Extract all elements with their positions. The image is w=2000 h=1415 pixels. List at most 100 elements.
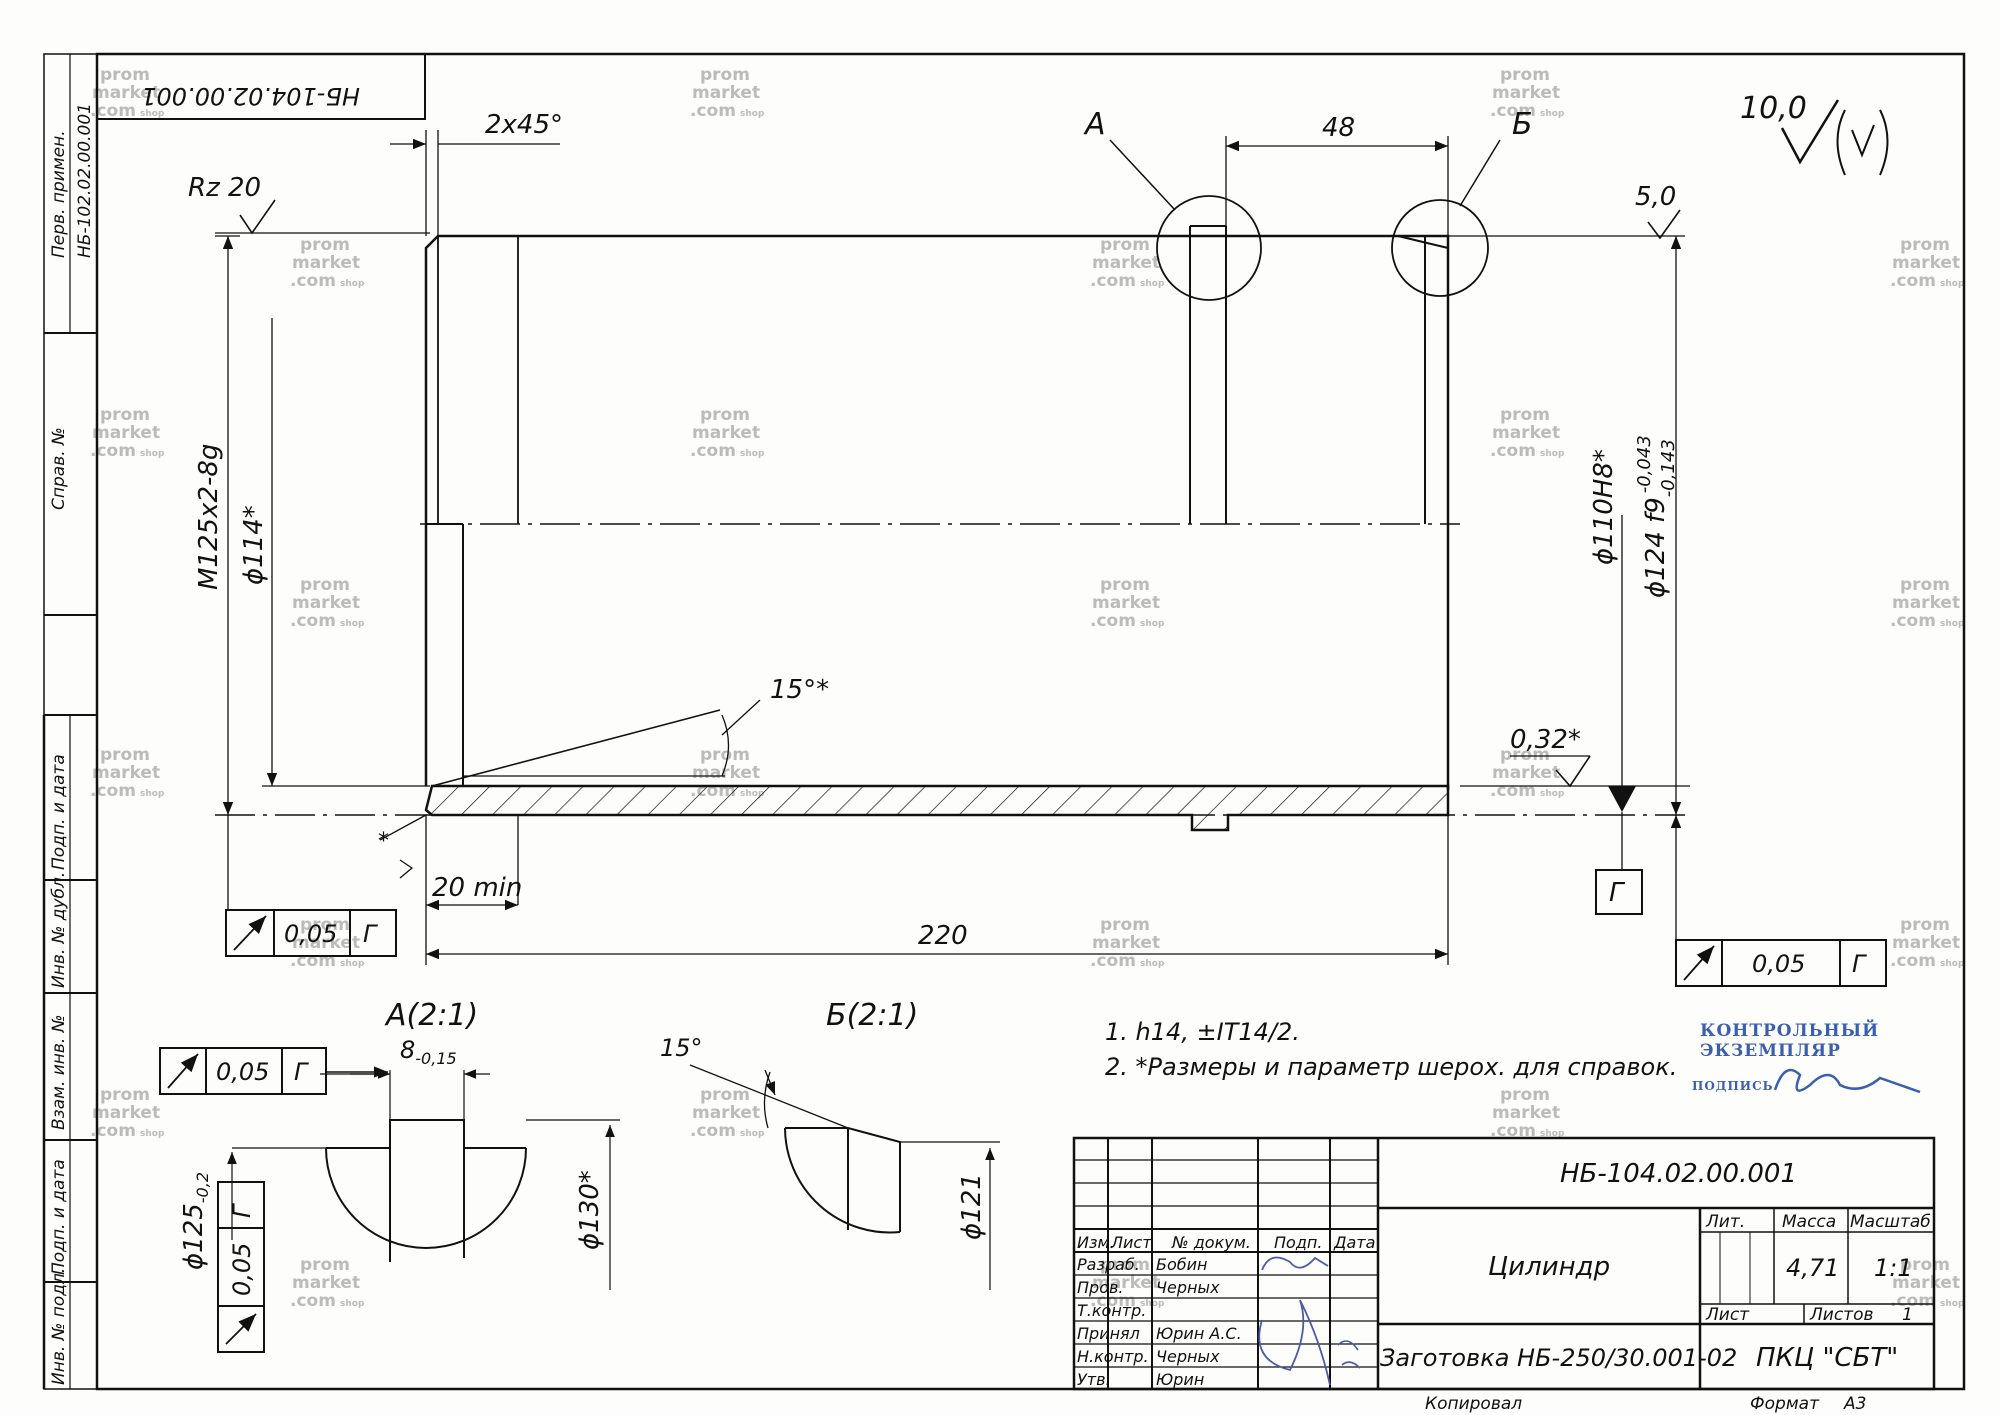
watermark-tag: shop — [740, 1129, 765, 1139]
left-strip-labels: Перв. примен. НБ-102.02.00.001 Справ. № … — [49, 103, 95, 1385]
dim-thread: M125x2-8g — [194, 444, 224, 590]
general-roughness: 10,0 — [1740, 91, 1889, 176]
tb-person-3: Юрин А.С. — [1156, 1324, 1242, 1343]
watermark-tag: shop — [1940, 279, 1965, 289]
watermark-text: .com — [1490, 441, 1536, 461]
watermark-text: prom — [700, 1085, 750, 1105]
watermark-text: .com — [1890, 271, 1936, 291]
tb-role-2: Т.контр. — [1077, 1301, 1146, 1320]
watermark-text: prom — [300, 1255, 350, 1275]
watermark-text: prom — [1500, 1085, 1550, 1105]
tb-header-doc: № докум. — [1171, 1233, 1251, 1252]
watermark-text: market — [292, 593, 360, 613]
drawing-frame — [42, 52, 1966, 1391]
strip-parent-number: НБ-102.02.00.001 — [75, 103, 95, 258]
watermark-tag: shop — [1140, 959, 1165, 969]
tb-role-0: Разраб. — [1077, 1255, 1140, 1274]
tb-lit-label: Лит. — [1705, 1212, 1745, 1232]
watermark-tag: shop — [340, 279, 365, 289]
watermark-text: prom — [1900, 1255, 1950, 1275]
dim-groove-spacing: 48 — [1322, 113, 1355, 143]
stamp-line-2: ЭКЗЕМПЛЯР — [1700, 1041, 1841, 1061]
watermark-text: market — [1092, 253, 1160, 273]
dim-chamfer: 2x45° — [485, 110, 563, 140]
watermark-text: prom — [100, 1085, 150, 1105]
tb-organization: ПКЦ "СБТ" — [1756, 1343, 1898, 1373]
tb-person-1: Черных — [1156, 1278, 1220, 1297]
strip-podp-data-2: Подп. и дата — [49, 1159, 69, 1275]
watermark-text: prom — [1100, 575, 1150, 595]
watermark-tag: shop — [1940, 619, 1965, 629]
rough-bore: 5,0 — [1635, 182, 1676, 212]
tb-header-izm: Изм. — [1077, 1233, 1115, 1252]
watermark-text: prom — [1900, 575, 1950, 595]
watermark-text: market — [692, 423, 760, 443]
watermark-text: prom — [1900, 915, 1950, 935]
watermark-text: prom — [100, 745, 150, 765]
watermark-tag: shop — [1540, 789, 1565, 799]
stamp-signature — [1773, 1068, 1921, 1094]
watermark-text: .com — [1890, 611, 1936, 631]
note-2: 2. *Размеры и параметр шерох. для справо… — [1105, 1053, 1677, 1081]
runout-detail-a-datum: Г — [294, 1058, 309, 1086]
strip-perv-primen: Перв. примен. — [49, 130, 69, 258]
watermark-text: prom — [100, 65, 150, 85]
watermark-tag: shop — [740, 109, 765, 119]
detail-b-diameter: ϕ121 — [957, 1173, 987, 1240]
watermark-tag: shop — [140, 109, 165, 119]
watermark-tag: shop — [1140, 279, 1165, 289]
watermark-text: .com — [290, 1291, 336, 1311]
watermark-text: market — [292, 253, 360, 273]
watermark-text: market — [1092, 933, 1160, 953]
watermark-tag: shop — [340, 619, 365, 629]
watermark-text: prom — [1100, 1255, 1150, 1275]
section-label-a: А — [1083, 107, 1106, 142]
tb-role-5: Утв. — [1077, 1370, 1111, 1389]
watermark-text: market — [692, 763, 760, 783]
detail-a-width: 8-0,15 — [400, 1036, 457, 1068]
detail-a-inner-base: ϕ125 — [179, 1203, 209, 1270]
tb-mass-label: Масса — [1782, 1212, 1836, 1232]
title-block-text: НБ-104.02.00.001 Цилиндр Заготовка НБ-25… — [1077, 1159, 1931, 1414]
section-label-b: Б — [1512, 107, 1533, 142]
tb-header-date: Дата — [1333, 1233, 1375, 1252]
runout-right-datum: Г — [1852, 950, 1867, 978]
stamp-signature-label: ПОДПИСЬ — [1692, 1079, 1774, 1093]
watermark-text: .com — [1490, 101, 1536, 121]
watermark-text: market — [1492, 1103, 1560, 1123]
dim-chamfer-angle: 15°* — [770, 675, 829, 705]
runout-frame-detail-a: 0,05 Г — [159, 1047, 388, 1095]
watermark-tag: shop — [340, 959, 365, 969]
watermark-text: prom — [1500, 65, 1550, 85]
watermark-text: market — [692, 1103, 760, 1123]
watermark-text: prom — [1100, 915, 1150, 935]
watermark-text: .com — [1890, 1291, 1936, 1311]
detail-b-angle: 15° — [660, 1034, 703, 1062]
watermark-text: prom — [700, 65, 750, 85]
drawing-number-rotated: НБ-104.02.00.001 — [141, 82, 360, 110]
signature-prinyal — [1258, 1299, 1331, 1386]
watermark-text: market — [1892, 933, 1960, 953]
detail-a — [227, 1069, 620, 1290]
strip-vzam-inv: Взам. инв. № — [49, 1015, 69, 1130]
watermark-tag: shop — [1140, 619, 1165, 629]
watermark-text: prom — [300, 235, 350, 255]
signature-date — [1337, 1340, 1361, 1369]
dim-outer-fit-upper: -0,043 — [1634, 435, 1655, 493]
watermark-text: prom — [700, 745, 750, 765]
watermark-text: market — [92, 83, 160, 103]
dim-thread-length: 20 min — [432, 873, 522, 903]
runout-right-value: 0,05 — [1752, 950, 1805, 978]
watermark-text: market — [1892, 1273, 1960, 1293]
watermark-text: .com — [690, 441, 736, 461]
rough-seal: 0,32* — [1510, 725, 1581, 755]
